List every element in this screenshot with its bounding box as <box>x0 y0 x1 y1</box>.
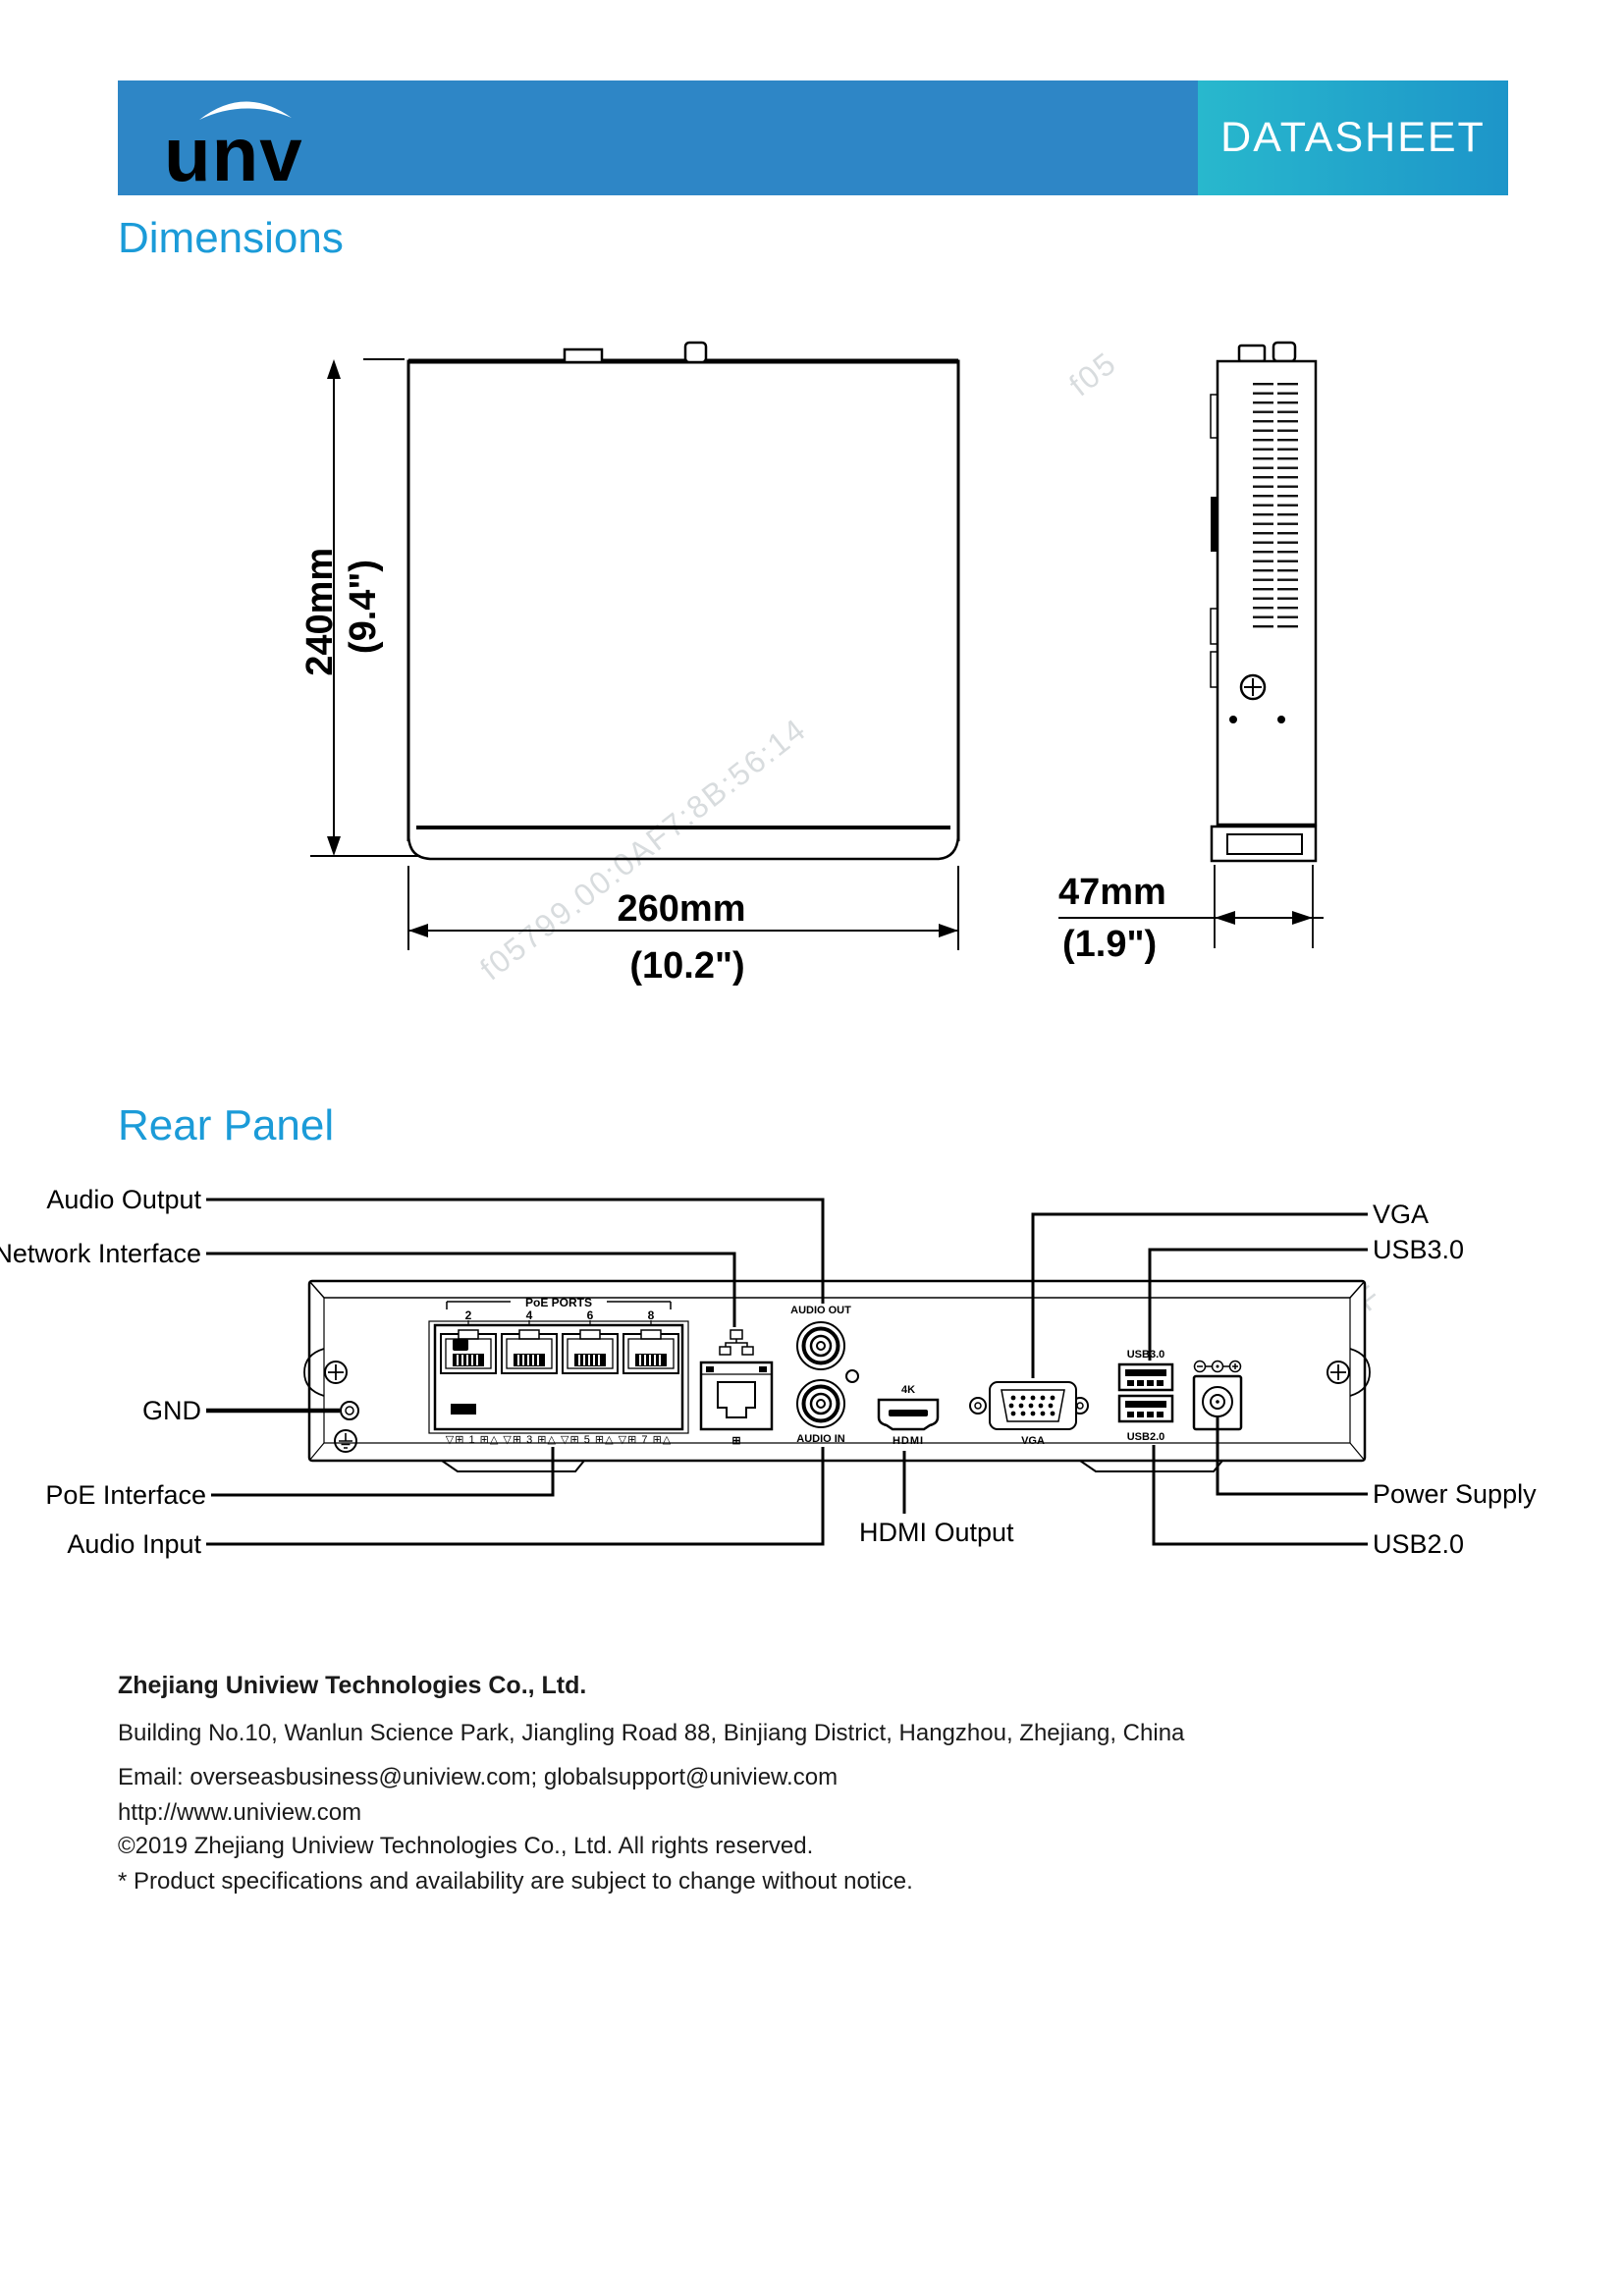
datasheet-banner-label: DATASHEET <box>1220 114 1486 161</box>
usb3-port <box>1117 1362 1174 1392</box>
audio-in-label: AUDIO IN <box>796 1433 845 1445</box>
poe-ports-rj45 <box>440 1329 679 1415</box>
front-height-in: (9.4") <box>343 560 384 654</box>
callout-leader-lines <box>206 1198 1368 1546</box>
polarity-icon <box>1193 1360 1242 1373</box>
unv-logo: unv <box>164 101 303 192</box>
vga-port-label: VGA <box>1021 1435 1045 1447</box>
leader-audio-input <box>206 1447 825 1546</box>
usb2-port <box>1117 1394 1174 1423</box>
leader-network-interface <box>206 1252 736 1327</box>
unv-logo-arc-icon <box>199 101 292 120</box>
callout-vga: VGA <box>1373 1200 1429 1229</box>
chassis-screw-left-icon <box>324 1361 348 1384</box>
callout-poe-interface: PoE Interface <box>45 1480 206 1510</box>
network-icon <box>719 1329 754 1356</box>
dimensions-figure: f05799.00:0AF7:8B:56:14 f05 240mm (9.4")… <box>299 341 1324 988</box>
rear-panel-figure: f05799.0A:F <box>0 1185 1537 1559</box>
poe-port-number-2: 2 <box>465 1308 472 1322</box>
footer-address: Building No.10, Wanlun Science Park, Jia… <box>118 1720 1185 1746</box>
footer-copyright: ©2019 Zhejiang Uniview Technologies Co.,… <box>118 1833 814 1859</box>
header-bar <box>118 80 1198 195</box>
hdmi-4k-label: 4K <box>901 1384 915 1396</box>
callout-usb2: USB2.0 <box>1373 1529 1464 1559</box>
callout-power-supply: Power Supply <box>1373 1479 1537 1509</box>
poe-ports-label: PoE PORTS <box>525 1296 592 1309</box>
footer-company: Zhejiang Uniview Technologies Co., Ltd. <box>118 1672 587 1699</box>
callout-usb3: USB3.0 <box>1373 1235 1464 1264</box>
leader-vga <box>1031 1212 1368 1378</box>
front-width-in: (10.2") <box>629 945 744 987</box>
rear-panel-heading: Rear Panel <box>118 1101 335 1149</box>
usb2-port-label: USB2.0 <box>1127 1431 1165 1443</box>
callout-network-interface: Network Interface <box>0 1239 201 1268</box>
callout-audio-input: Audio Input <box>67 1529 201 1559</box>
poe-port-number-8: 8 <box>648 1308 655 1322</box>
footer-website: http://www.uniview.com <box>118 1799 362 1826</box>
network-port-mark: ⊞ <box>731 1435 740 1447</box>
watermark-text: f05 <box>1062 345 1123 402</box>
callout-hdmi-output: HDMI Output <box>859 1518 1014 1547</box>
hdmi-logo-label: HDMI <box>893 1435 924 1447</box>
datasheet-banner: DATASHEET <box>1198 80 1508 195</box>
poe-mark <box>453 1339 468 1351</box>
front-height-dimension: 240mm (9.4") <box>299 537 384 676</box>
poe-port-number-4: 4 <box>526 1308 533 1322</box>
vga-port <box>969 1381 1089 1430</box>
audio-mid-hole <box>845 1369 859 1383</box>
callout-gnd: GND <box>142 1396 201 1425</box>
side-depth-in: (1.9") <box>1062 924 1157 965</box>
poe-symbols-row: ▽⊞ 1 ⊞△ ▽⊞ 3 ⊞△ ▽⊞ 5 ⊞△ ▽⊞ 7 ⊞△ <box>446 1434 673 1446</box>
audio-out-label: AUDIO OUT <box>790 1305 851 1316</box>
audio-out-connector <box>796 1321 845 1370</box>
leader-usb2 <box>1152 1445 1368 1546</box>
side-depth-mm: 47mm <box>1058 872 1166 913</box>
front-width-mm: 260mm <box>618 888 746 930</box>
gnd-terminal <box>340 1401 359 1420</box>
lan-mark <box>451 1404 476 1415</box>
poe-port-number-6: 6 <box>587 1308 594 1322</box>
front-view-drawing <box>310 341 960 950</box>
chassis-screw-right-icon <box>1326 1361 1350 1384</box>
side-view-drawing <box>1058 341 1324 948</box>
leader-usb3 <box>1148 1248 1368 1361</box>
leader-power-supply <box>1216 1415 1368 1496</box>
ground-symbol-icon <box>334 1429 357 1453</box>
usb3-port-label: USB3.0 <box>1127 1349 1165 1361</box>
footer-email: Email: overseasbusiness@uniview.com; glo… <box>118 1764 839 1790</box>
dimensions-heading: Dimensions <box>118 214 344 262</box>
network-port <box>699 1361 774 1431</box>
leader-audio-output <box>206 1198 825 1304</box>
footer-note: * Product specifications and availabilit… <box>118 1868 913 1895</box>
audio-in-connector <box>796 1379 845 1428</box>
unv-logo-text: unv <box>164 111 303 192</box>
front-height-mm: 240mm <box>299 548 341 676</box>
hdmi-port <box>877 1398 940 1431</box>
leader-poe-interface <box>211 1447 555 1497</box>
callout-audio-output: Audio Output <box>46 1185 201 1214</box>
